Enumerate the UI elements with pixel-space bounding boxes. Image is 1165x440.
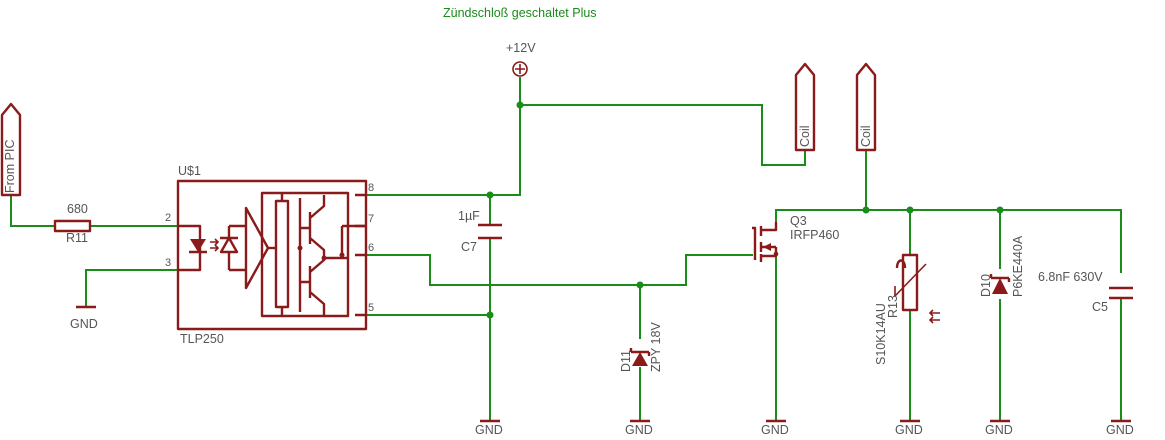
wires (10, 77, 1122, 421)
photodiode-icon (219, 226, 239, 270)
pin-3-label: 3 (165, 257, 171, 269)
transistor-lower-icon (300, 258, 326, 316)
ground-label: GND (985, 423, 1013, 437)
capacitor-c7-ref: C7 (461, 240, 477, 254)
capacitor-c5-value: 6.8nF 630V (1038, 270, 1103, 284)
port-coil-1-label: Coil (798, 125, 812, 147)
mosfet-q3-value: IRFP460 (790, 228, 839, 242)
port-coil-1: Coil (794, 62, 816, 152)
resistor-r11-value: 680 (67, 202, 88, 216)
zener-d11-ref: D11 (619, 350, 633, 372)
ic-part: TLP250 (180, 332, 224, 346)
tvs-d10-value: P6KE440A (1011, 235, 1025, 297)
ground-label: GND (475, 423, 503, 437)
ground-r13: GND (895, 419, 923, 437)
port-coil-2: Coil (855, 62, 877, 152)
zener-d11: D11 ZPY 18V (619, 322, 663, 372)
led-icon (190, 239, 206, 252)
varistor-r13-ref: R13 (886, 295, 900, 318)
zener-d11-value: ZPY 18V (649, 322, 663, 372)
ground-label: GND (895, 423, 923, 437)
mosfet-q3-ref: Q3 (790, 214, 807, 228)
tvs-d10: D10 P6KE440A (979, 235, 1025, 297)
capacitor-c5-ref: C5 (1092, 300, 1108, 314)
amplifier-icon (244, 206, 270, 290)
light-arrows-icon (210, 238, 220, 252)
ground-q3: GND (761, 419, 789, 437)
ground-r11: GND (70, 305, 98, 331)
optocoupler-tlp250: U$1 TLP250 2 3 8 7 6 5 (165, 164, 374, 346)
varistor-r13: S10K14AU R13 (874, 253, 940, 365)
capacitor-c7-value: 1µF (458, 209, 480, 223)
ground-d11: GND (625, 419, 653, 437)
capacitor-c7: 1µF C7 (458, 209, 502, 254)
ground-c7: GND (475, 419, 503, 437)
port-from-pic-label: From PIC (3, 140, 17, 193)
light-arrows-icon (928, 309, 940, 324)
ground-label: GND (70, 317, 98, 331)
resistor-r11: 680 R11 (53, 202, 92, 245)
port-from-pic: From PIC (0, 102, 22, 197)
supply-12v: +12V (506, 41, 536, 77)
ground-d10: GND (985, 419, 1013, 437)
resistor-r11-ref: R11 (66, 231, 88, 245)
pin-6-label: 6 (368, 242, 374, 254)
varistor-r13-value: S10K14AU (874, 303, 888, 365)
ground-label: GND (761, 423, 789, 437)
pin-5-label: 5 (368, 302, 374, 314)
schematic-title: Zündschloß geschaltet Plus (443, 6, 597, 20)
ground-label: GND (1106, 423, 1134, 437)
capacitor-c5: 6.8nF 630V C5 (1038, 270, 1133, 314)
pin-7-label: 7 (368, 213, 374, 225)
transistor-upper-icon (300, 195, 326, 258)
ground-c5: GND (1106, 419, 1134, 437)
pin-8-label: 8 (368, 182, 374, 194)
port-coil-2-label: Coil (859, 125, 873, 147)
ic-name: U$1 (178, 164, 201, 178)
junctions (486, 101, 1004, 319)
pin-2-label: 2 (165, 212, 171, 224)
mosfet-q3: Q3 IRFP460 (752, 214, 839, 262)
ground-label: GND (625, 423, 653, 437)
supply-label: +12V (506, 41, 536, 55)
resistor-internal (274, 199, 290, 309)
tvs-d10-ref: D10 (979, 274, 993, 297)
